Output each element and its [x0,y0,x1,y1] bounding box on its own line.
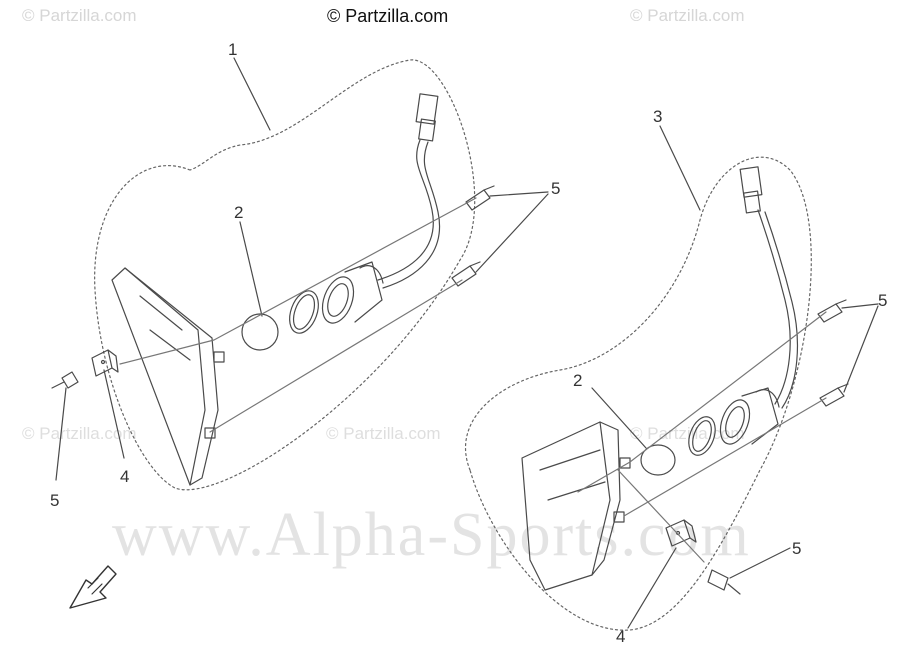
callout-3: 3 [653,107,662,126]
leader-right-2 [591,387,647,449]
right-gasket-ring [688,416,716,456]
leader-left-5b [475,193,549,273]
axis-right-upper [577,311,827,493]
left-clip [91,349,119,377]
leader-right-5c [729,547,791,579]
right-clip [665,519,697,547]
leader-right-4 [627,547,677,629]
callout-right-2: 2 [573,371,582,390]
left-assembly-outline [94,59,476,491]
axis-left-lower [209,279,463,433]
leader-1 [233,57,271,131]
left-gasket-ring [289,290,319,334]
left-screw-top [465,185,495,211]
right-assembly-outline [464,156,812,631]
axis-right-lower [623,397,827,517]
callout-left-2: 2 [234,203,243,222]
right-lamp-mount-posts [613,457,631,523]
axis-right-clip [617,469,705,563]
right-screw-bottom [707,569,741,595]
right-screw-lower [819,383,849,407]
callout-1: 1 [228,40,237,59]
partzilla-credit: © Partzilla.com [327,6,449,26]
callout-left-4: 4 [120,467,129,486]
leader-left-5a [489,191,549,197]
leader-left-2 [239,221,263,317]
left-screw-middle [451,261,481,287]
left-lamp-lens [111,267,219,486]
leader-left-4 [103,369,125,459]
leader-right-5a [841,303,879,309]
watermark-mid-center: © Partzilla.com [326,424,441,443]
callout-right-5-bottom: 5 [792,539,801,558]
watermark-top-left: © Partzilla.com [22,6,137,25]
leader-3 [659,125,701,211]
callout-left-5-bottom: 5 [50,491,59,510]
callout-right-4: 4 [616,627,625,646]
watermark-top-right: © Partzilla.com [630,6,745,25]
front-direction-arrow-icon [69,565,117,609]
right-lamp-lens [521,421,621,591]
callout-right-5: 5 [878,291,887,310]
watermark-alpha-sports: www.Alpha-Sports.com [112,501,751,569]
left-screw-bottom [51,371,79,389]
left-lamp-mount-posts [204,351,225,439]
right-screw-upper [817,299,847,323]
right-socket [719,387,780,445]
axis-left-upper [119,197,477,365]
watermark-mid-right: © Partzilla.com [630,424,745,443]
left-socket [321,261,384,324]
watermark-mid-left: © Partzilla.com [22,424,137,443]
left-wire-harness [377,93,441,289]
right-bulb [640,444,676,476]
left-bulb [241,313,279,351]
leader-right-5b [843,305,879,393]
callout-left-5-top: 5 [551,179,560,198]
right-wire-harness [739,166,799,409]
leader-left-5c [55,387,67,481]
